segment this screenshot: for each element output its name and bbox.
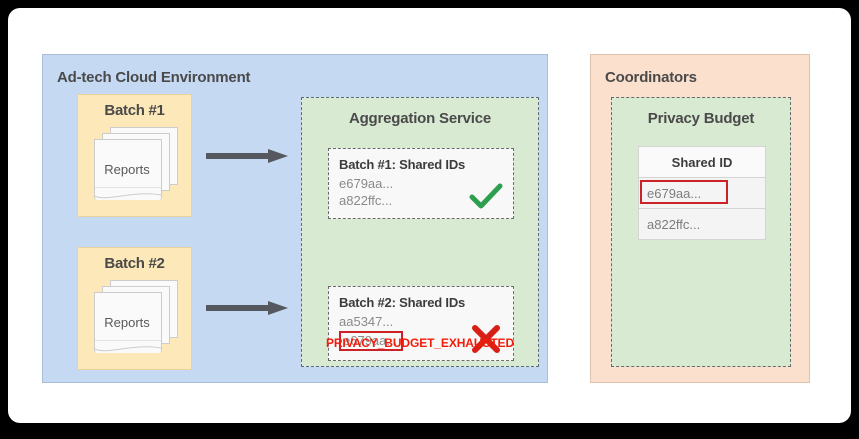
- batch-card-1: Batch #1 Reports: [77, 94, 192, 217]
- privacy-budget-box: Privacy Budget Shared ID e679aa... a822f…: [611, 97, 791, 367]
- table-row: e679aa...: [639, 178, 765, 209]
- reports-label-2: Reports: [104, 314, 150, 330]
- check-icon: [469, 182, 503, 212]
- privacy-budget-error-text: PRIVACY_BUDGET_EXHAUSTED: [325, 336, 515, 350]
- x-icon: [469, 324, 503, 354]
- privacy-budget-title: Privacy Budget: [647, 110, 755, 127]
- shared-id-value: aa5347...: [339, 314, 394, 329]
- adtech-panel-title: Ad-tech Cloud Environment: [57, 69, 251, 86]
- reports-stack-2: Reports: [94, 280, 178, 358]
- coordinators-panel: Coordinators Privacy Budget Shared ID e6…: [590, 54, 810, 383]
- batch-1-label: Batch #1: [104, 102, 165, 119]
- shared-id-value: a822ffc...: [339, 193, 393, 208]
- aggregation-service-box: Aggregation Service Batch #1: Shared IDs…: [301, 97, 539, 367]
- privacy-budget-table: Shared ID e679aa... a822ffc...: [638, 146, 766, 240]
- batch-2-label: Batch #2: [104, 255, 165, 272]
- shared-ids-card-2-title: Batch #2: Shared IDs: [339, 295, 466, 310]
- arrow-right-icon-2: [206, 301, 288, 315]
- table-row: a822ffc...: [639, 209, 765, 239]
- diagram-canvas: Ad-tech Cloud Environment Batch #1 Repor…: [8, 8, 851, 423]
- table-cell-shared-id: e679aa...: [647, 185, 702, 201]
- aggregation-service-title: Aggregation Service: [348, 110, 492, 127]
- coordinators-panel-title: Coordinators: [605, 69, 697, 86]
- shared-id-value-flagged: e679aa...: [339, 331, 404, 351]
- shared-ids-card-1-title: Batch #1: Shared IDs: [339, 157, 466, 172]
- arrow-right-icon-1: [206, 149, 288, 163]
- shared-ids-card-batch-2: Batch #2: Shared IDs aa5347... e679aa...: [328, 286, 514, 361]
- adtech-cloud-environment-panel: Ad-tech Cloud Environment Batch #1 Repor…: [42, 54, 548, 383]
- reports-label-1: Reports: [104, 161, 150, 177]
- reports-stack-1: Reports: [94, 127, 178, 205]
- report-doc-curve-icon: [94, 340, 162, 354]
- table-cell-shared-id: a822ffc...: [647, 216, 701, 232]
- batch-card-2: Batch #2 Reports: [77, 247, 192, 370]
- shared-id-value: e679aa...: [339, 176, 394, 191]
- table-header-shared-id: Shared ID: [639, 147, 765, 178]
- report-doc-curve-icon: [94, 187, 162, 201]
- shared-ids-card-batch-1: Batch #1: Shared IDs e679aa... a822ffc..…: [328, 148, 514, 219]
